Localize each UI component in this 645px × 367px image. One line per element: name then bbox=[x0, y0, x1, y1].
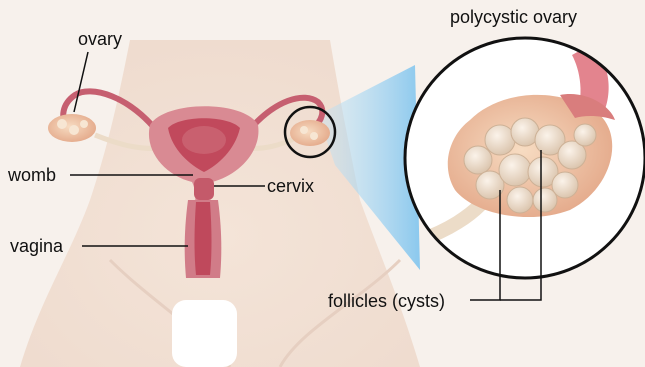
right-ovary bbox=[290, 120, 330, 146]
cervix-label: cervix bbox=[267, 177, 314, 195]
womb-label: womb bbox=[8, 166, 56, 184]
ovary-label: ovary bbox=[78, 30, 122, 48]
follicles-label: follicles (cysts) bbox=[328, 292, 445, 310]
cervix-shape bbox=[194, 178, 214, 200]
leg-gap bbox=[172, 300, 237, 367]
ovary-leader bbox=[74, 52, 88, 112]
vagina-inner bbox=[195, 202, 212, 275]
womb-lining bbox=[182, 126, 226, 154]
vagina-label: vagina bbox=[10, 237, 63, 255]
polycystic-ovary-label: polycystic ovary bbox=[450, 8, 577, 26]
